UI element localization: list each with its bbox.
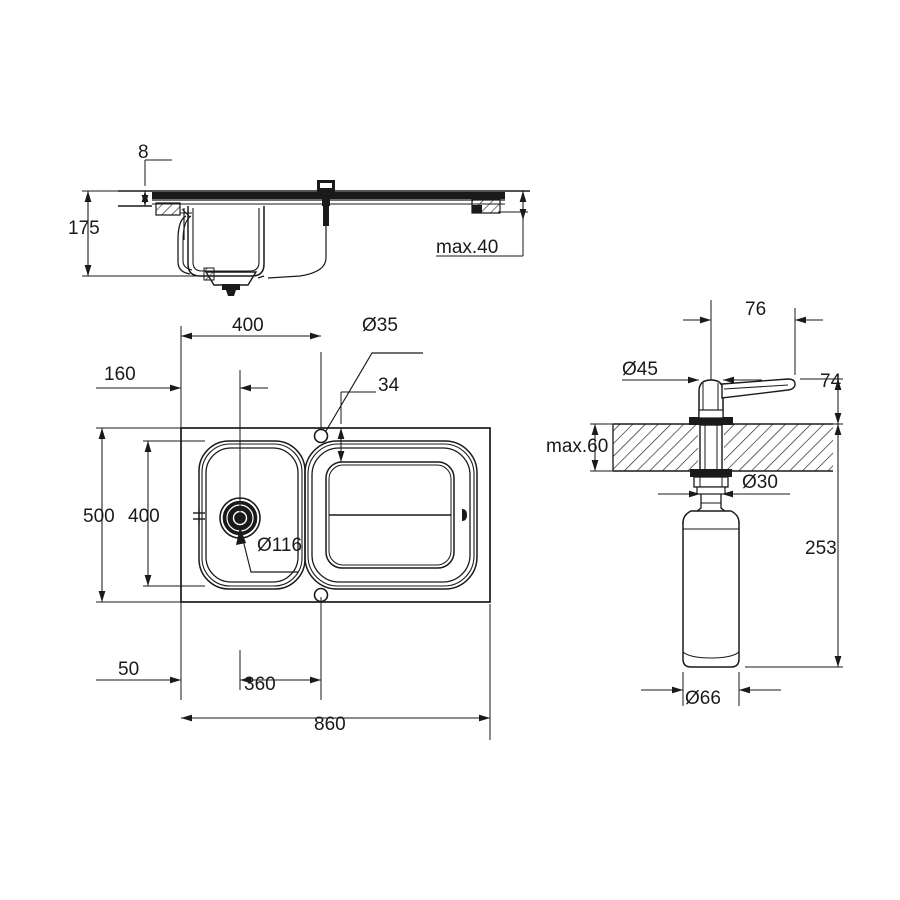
dim-label-8: 8 (138, 142, 149, 163)
dim-label-74: 74 (820, 371, 842, 392)
pop-up-waste-control (267, 180, 335, 279)
dim-label-d45: Ø45 (622, 359, 658, 380)
dim-label-d35: Ø35 (362, 315, 398, 336)
dim-label-max60: max.60 (546, 436, 608, 457)
dim-label-d116: Ø116 (257, 535, 302, 556)
dim-label-76: 76 (745, 299, 766, 320)
dispenser-bottle (682, 510, 740, 668)
left-mounting-clip (155, 202, 181, 216)
bowl-section-outline (187, 206, 265, 277)
tap-hole (313, 428, 329, 444)
dim-label-175: 175 (68, 218, 100, 239)
overflow-pipe (177, 215, 191, 275)
overflow-slot-marker (193, 508, 205, 525)
dim-label-400-top: 400 (232, 315, 264, 336)
waste-strainer-section (203, 267, 258, 296)
dispenser-lock-nut (690, 469, 732, 495)
dim-label-d30: Ø30 (742, 472, 778, 493)
dispenser-dimensions (590, 300, 843, 706)
dim-label-860: 860 (314, 714, 346, 735)
dim-label-253: 253 (805, 538, 837, 559)
right-mounting-clip (471, 198, 501, 214)
dispenser-collar (689, 409, 733, 425)
dim-label-500: 500 (83, 506, 115, 527)
sink-drainer (304, 440, 478, 590)
bowl-section-inner (192, 208, 260, 272)
dim-label-400-left: 400 (128, 506, 160, 527)
plan-dimensions (96, 326, 491, 740)
section-dimensions (82, 159, 528, 277)
dim-label-50: 50 (118, 659, 139, 680)
dim-d116-leader (242, 539, 298, 573)
dim-label-160: 160 (104, 364, 136, 385)
dim-label-360: 360 (244, 674, 276, 695)
soap-dispenser-view (612, 378, 833, 668)
dispenser-spout-lever (721, 378, 796, 399)
dispenser-shank (699, 424, 723, 472)
dim-label-d66: Ø66 (685, 688, 721, 709)
dim-label-34: 34 (378, 375, 400, 396)
dim-label-max40: max.40 (436, 237, 498, 258)
sink-plan-view (180, 427, 491, 603)
drainer-outlet-notch (462, 509, 467, 521)
sink-section-view (118, 180, 530, 296)
